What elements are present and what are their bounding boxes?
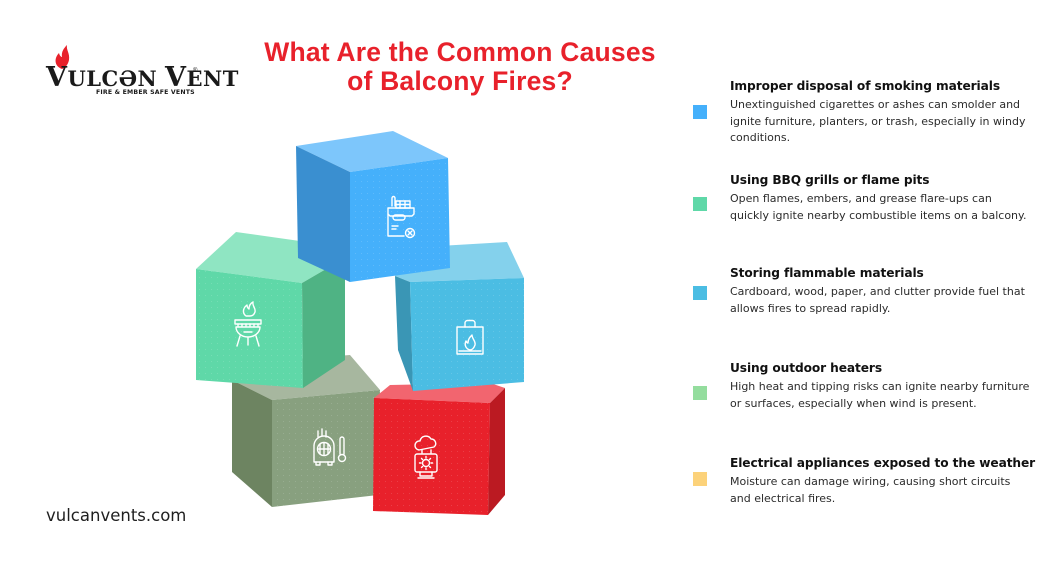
registered-mark: ® — [193, 68, 198, 74]
light-green-swatch — [693, 386, 707, 400]
brand-tagline: FIRE & EMBER SAFE VENTS — [96, 89, 195, 96]
cause-description: High heat and tipping risks can ignite n… — [730, 380, 1030, 410]
brand-logo: VULCƏN VENT ® FIRE & EMBER SAFE VENTS — [40, 45, 238, 102]
flame-icon — [55, 45, 70, 69]
cube-smoking — [296, 131, 450, 282]
yellow-swatch — [693, 472, 707, 486]
cube-bbq — [196, 232, 345, 388]
cause-title: Electrical appliances exposed to the wea… — [730, 456, 1036, 470]
title-line-1: What Are the Common Causes — [264, 37, 656, 67]
cause-title: Improper disposal of smoking materials — [730, 79, 1000, 93]
cause-description: Open flames, embers, and grease flare-up… — [730, 192, 1027, 222]
title-line-2: of Balcony Fires? — [347, 66, 573, 96]
cube-flammable — [395, 242, 524, 391]
bbq-grill-flame-icon — [234, 301, 262, 347]
cause-description: Moisture can damage wiring, causing shor… — [730, 475, 1011, 505]
cause-description: Unextinguished cigarettes or ashes can s… — [730, 98, 1026, 144]
website-url[interactable]: vulcanvents.com — [46, 506, 187, 525]
cause-description: Cardboard, wood, paper, and clutter prov… — [730, 285, 1025, 315]
brand-wordmark: VULCƏN VENT — [46, 62, 239, 93]
weather-appliance-icon — [414, 435, 438, 479]
cause-title: Using outdoor heaters — [730, 361, 882, 375]
green-swatch — [693, 197, 707, 211]
blue-swatch — [693, 105, 707, 119]
page-title: What Are the Common Causes of Balcony Fi… — [220, 38, 700, 96]
cause-title: Storing flammable materials — [730, 266, 924, 280]
cyan-swatch — [693, 286, 707, 300]
cause-title: Using BBQ grills or flame pits — [730, 173, 930, 187]
cube-electrical — [373, 383, 505, 515]
cigarette-pack-icon — [387, 195, 416, 239]
flammable-bag-icon — [456, 319, 484, 355]
space-heater-thermometer-icon — [313, 428, 347, 466]
